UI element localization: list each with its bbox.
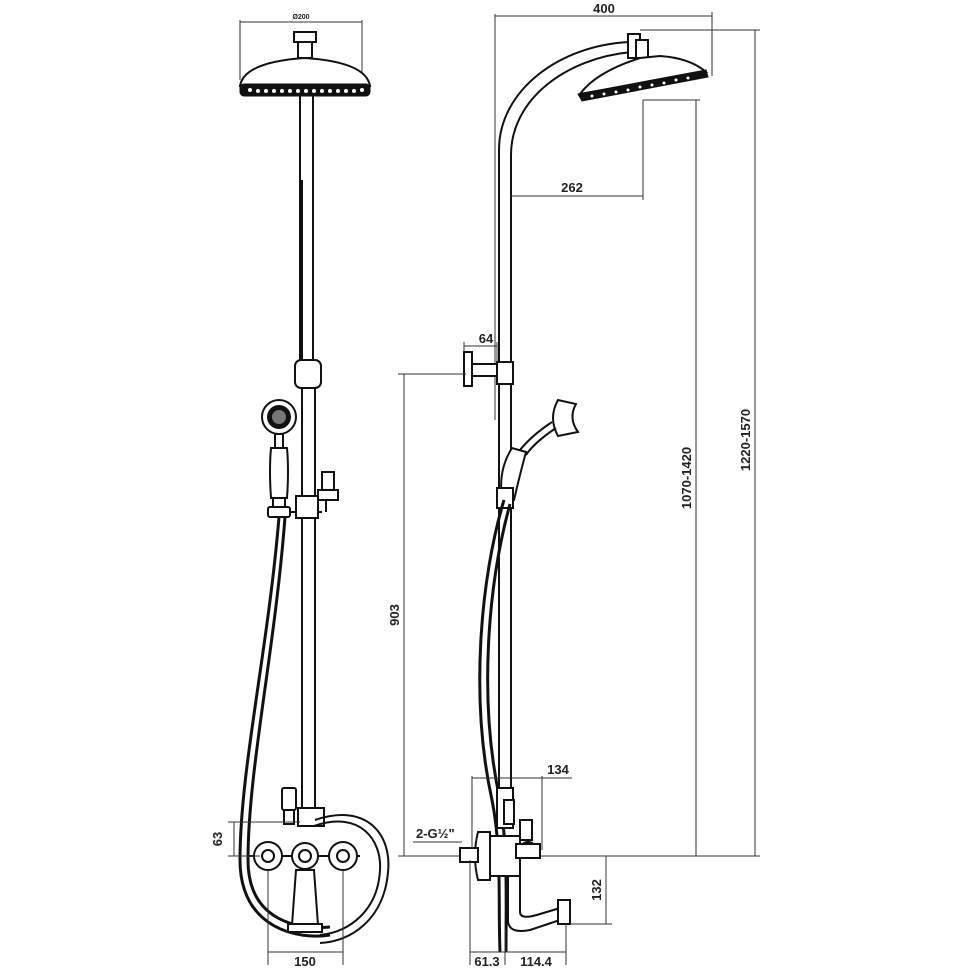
dim-114-4-label: 114.4 (520, 954, 553, 969)
riser-pipe-front (294, 96, 322, 820)
dim-61-3-label: 61.3 (474, 954, 499, 969)
dim-64-label: 64 (479, 331, 494, 346)
dim-262-label: 262 (561, 180, 583, 195)
hand-shower-side (496, 398, 580, 509)
dim-132-label: 132 (589, 879, 604, 901)
dim-1070-1420-label: 1070-1420 (679, 447, 694, 509)
shower-head-side (577, 54, 709, 102)
holder-front (289, 471, 339, 519)
shower-head-front (238, 31, 372, 97)
dimension-903: 903 (387, 373, 470, 857)
dim-134-label: 134 (547, 762, 569, 777)
dimension-63: 63 (210, 821, 300, 857)
shower-arm-side (498, 33, 649, 345)
dimension-1220-1570: 1220-1570 (640, 29, 760, 856)
riser-pipe-side (496, 345, 514, 788)
slider-bracket-front (294, 359, 322, 389)
hose-side (478, 499, 506, 953)
side-view: 400 262 (387, 1, 760, 969)
dimension-134: 134 (471, 762, 572, 850)
dimension-150: 150 (267, 870, 344, 969)
dim-400-label: 400 (593, 1, 615, 16)
dim-903-label: 903 (387, 604, 402, 626)
mixer-front (248, 787, 390, 944)
front-view: Ø200 (210, 14, 390, 969)
connection-label: 2-G½" (416, 826, 455, 841)
hand-shower-front (261, 399, 297, 518)
wall-bracket-side: 64 (463, 331, 498, 387)
head-width-dimension: Ø200 (239, 14, 363, 80)
head-diameter-label: Ø200 (292, 14, 309, 21)
dimension-1070-1420: 1070-1420 (643, 99, 700, 856)
dimension-262: 262 (511, 100, 644, 200)
dimension-400: 400 (494, 1, 713, 420)
dim-150-label: 150 (294, 954, 316, 969)
dimension-bottom: 61.3 114.4 (469, 860, 567, 969)
dimension-132: 132 (570, 856, 612, 925)
mixer-side (459, 787, 571, 932)
dim-1220-1570-label: 1220-1570 (738, 409, 753, 471)
connection-callout: 2-G½" (413, 826, 462, 843)
hose-front (238, 516, 331, 938)
dim-63-label: 63 (210, 832, 225, 846)
